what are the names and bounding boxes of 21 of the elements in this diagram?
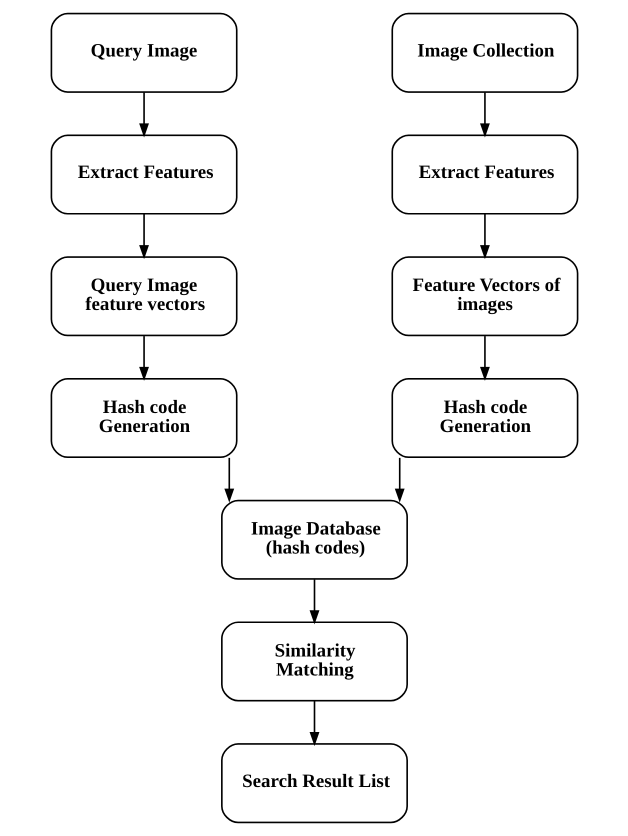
node-box: Feature Vectors of images [390, 256, 578, 336]
arrow [138, 92, 148, 138]
arrow [224, 458, 234, 503]
arrow [138, 336, 148, 381]
arrow [309, 701, 319, 746]
node-box: Extract Features [50, 134, 238, 215]
node-box: Hash code Generation [390, 378, 578, 458]
arrow [480, 92, 490, 138]
node-box: Extract Features [390, 134, 578, 215]
arrow [309, 580, 319, 624]
arrow [138, 214, 148, 260]
node-box: Search Result List [220, 743, 408, 824]
node-box: Query Image feature vectors [50, 256, 238, 336]
arrow [480, 214, 490, 260]
node-box: Hash code Generation [50, 378, 238, 458]
arrow [480, 336, 490, 381]
node-box: Image Database (hash codes) [220, 500, 408, 580]
arrow [394, 458, 404, 503]
node-box: Image Collection [390, 12, 578, 93]
node-box: Similarity Matching [220, 621, 408, 702]
node-box: Query Image [50, 12, 238, 93]
